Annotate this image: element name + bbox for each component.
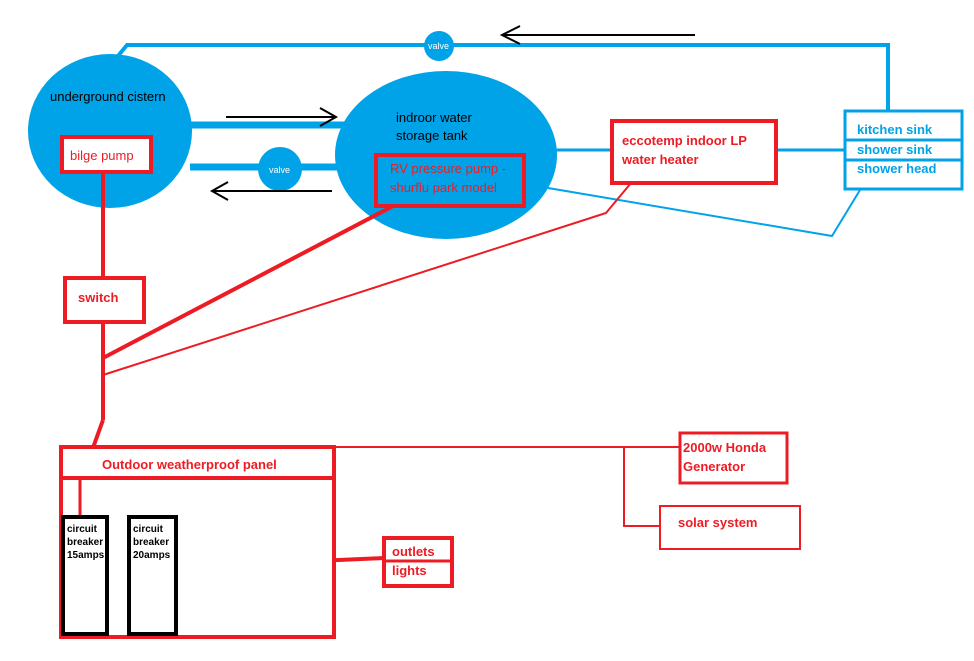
generator-label-line1: 2000w Honda	[683, 440, 767, 455]
breaker-15a-line1: circuit	[67, 524, 98, 535]
breaker-20a-line3: 20amps	[133, 550, 171, 561]
cold-pipe-to-fixtures	[547, 187, 861, 238]
solar-system-label: solar system	[678, 515, 758, 530]
wire-rv-pump	[102, 203, 396, 360]
breaker-15a-line3: 15amps	[67, 550, 105, 561]
switch-box	[63, 276, 146, 324]
water-heater-label-line2: water heater	[621, 152, 699, 167]
outlets-label: outlets	[392, 544, 435, 559]
tank-label-line2: storage tank	[396, 128, 468, 143]
fixture-kitchen-sink: kitchen sink	[857, 122, 933, 137]
water-heater-box	[610, 119, 778, 185]
wire-water-heater	[102, 182, 632, 376]
arrow-to-cistern-head	[209, 181, 229, 201]
lights-label: lights	[392, 563, 427, 578]
tank-label-line1: indroor water	[396, 110, 473, 125]
generator-label-line2: Generator	[683, 459, 745, 474]
water-heater-label-line1: eccotemp indoor LP	[622, 133, 747, 148]
wire-source-bus	[623, 446, 660, 527]
valve-top-label: valve	[428, 41, 449, 51]
valve-bottom-label: valve	[269, 165, 290, 175]
fixture-shower-sink: shower sink	[857, 142, 933, 157]
fixtures-box	[843, 109, 964, 191]
valve-bottom	[258, 147, 302, 191]
rv-pump-label-line2: shurflu park model	[390, 180, 497, 195]
generator-box	[678, 431, 789, 485]
panel-label: Outdoor weatherproof panel	[102, 457, 277, 472]
bilge-pump-box	[60, 135, 153, 174]
breaker-15a-line2: breaker	[67, 537, 103, 548]
breaker-15a	[61, 515, 109, 636]
cistern-label: underground cistern	[50, 89, 166, 104]
breaker-20a	[127, 515, 178, 636]
flow-arrows	[209, 25, 695, 201]
arrow-to-tank-head	[319, 107, 339, 127]
rv-pump-label-line1: RV pressure pump -	[390, 161, 506, 176]
arrow-return-flow-head	[499, 25, 521, 45]
underground-cistern	[28, 54, 192, 208]
valve-top	[424, 31, 454, 61]
rv-pressure-pump-box	[374, 153, 526, 208]
switch-label: switch	[78, 290, 119, 305]
fixture-shower-head: shower head	[857, 161, 937, 176]
bilge-pump-label: bilge pump	[70, 148, 134, 163]
fixtures-group: kitchen sink shower sink shower head	[843, 109, 964, 191]
breaker-20a-line2: breaker	[133, 537, 169, 548]
solar-system-box	[659, 505, 801, 550]
breaker-20a-line1: circuit	[133, 524, 164, 535]
